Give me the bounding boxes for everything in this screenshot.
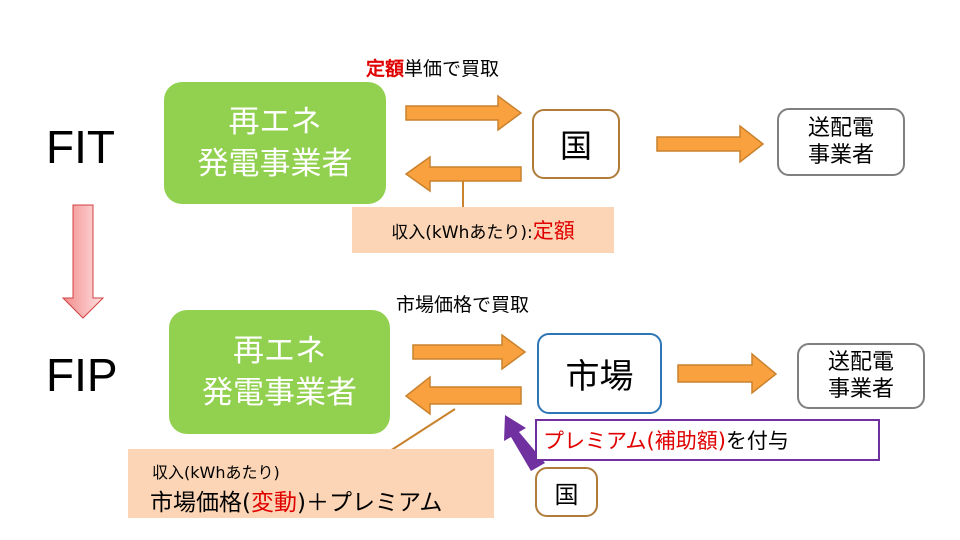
- fit-purchase-rest: 単価で買取: [404, 58, 500, 80]
- premium-rest: を付与: [725, 429, 789, 453]
- fip-generator-line2: 発電事業者: [202, 375, 357, 411]
- fip-grid-line2: 事業者: [827, 377, 894, 402]
- fip-purchase-caption: 市場価格で買取: [396, 294, 530, 316]
- fit-purchase-emphasis: 定額: [366, 58, 405, 80]
- fip-income-box: 収入(kWhあたり) 市場価格(変動)＋プレミアム: [128, 449, 494, 518]
- fip-government-node: 国: [535, 467, 598, 517]
- fip-grid-line1: 送配電: [827, 350, 894, 375]
- fit-grid-node: 送配電 事業者: [777, 108, 905, 176]
- fip-market-label: 市場: [565, 357, 634, 397]
- fip-payment-arrow: [404, 375, 522, 416]
- premium-box: プレミアム(補助額)を付与: [535, 419, 880, 461]
- fip-generator-line1: 再エネ: [233, 333, 326, 369]
- premium-arrow: [504, 415, 545, 471]
- fit-sell-arrow: [405, 94, 523, 132]
- fit-income-emphasis: 定額: [532, 219, 575, 243]
- down-arrow-icon: [61, 204, 105, 319]
- fit-grid-line2: 事業者: [807, 143, 874, 168]
- fip-grid-arrow: [677, 352, 778, 395]
- fip-label: FIP: [46, 349, 118, 401]
- fip-income-connector: [389, 408, 456, 452]
- premium-emphasis: プレミアム(補助額): [543, 429, 726, 453]
- fip-income-line2-prefix: 市場価格(: [150, 490, 251, 516]
- fip-market-node: 市場: [537, 333, 662, 414]
- fit-label: FIT: [46, 121, 115, 173]
- fip-grid-node: 送配電 事業者: [797, 343, 925, 409]
- fit-generator-line2: 発電事業者: [197, 146, 353, 182]
- fit-buyer-node: 国: [532, 109, 620, 179]
- fip-generator-box: 再エネ 発電事業者: [169, 310, 390, 434]
- fit-income-prefix: 収入(kWhあたり):: [391, 222, 533, 243]
- fit-generator-box: 再エネ 発電事業者: [164, 82, 386, 204]
- fit-income-box: 収入(kWhあたり): 定額: [352, 207, 614, 253]
- fit-generator-line1: 再エネ: [228, 104, 322, 140]
- fit-purchase-caption: 定額単価で買取: [366, 60, 499, 79]
- fip-income-line2: 市場価格(変動)＋プレミアム: [150, 483, 442, 517]
- fit-buyer-label: 国: [559, 127, 592, 165]
- fip-income-line2-emphasis: 変動: [250, 490, 297, 516]
- fit-grid-line1: 送配電: [807, 116, 874, 141]
- fip-sell-arrow: [412, 333, 527, 371]
- fip-income-line2-suffix: )＋プレミアム: [296, 490, 443, 516]
- fit-payment-arrow: [404, 155, 522, 193]
- fit-grid-arrow: [656, 124, 765, 164]
- fip-income-line1: 収入(kWhあたり): [152, 463, 280, 482]
- fip-government-label: 国: [554, 480, 579, 509]
